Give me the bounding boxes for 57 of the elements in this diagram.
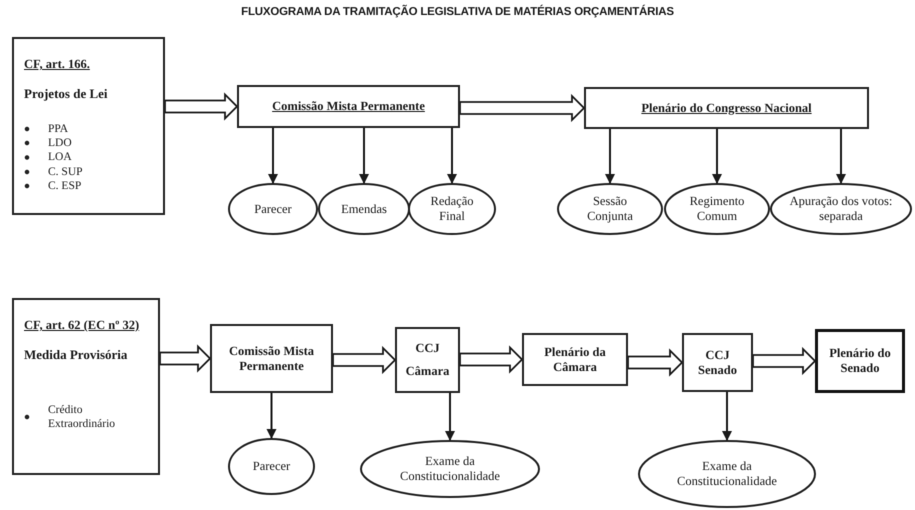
node-label: Apuração dos votos: separada: [788, 194, 894, 224]
ellipse-node: [770, 183, 912, 235]
process-box: [584, 87, 869, 129]
process-box: [522, 333, 628, 386]
arrow: [836, 129, 846, 184]
node-label: Parecer: [254, 202, 292, 216]
block-arrow: [159, 344, 212, 373]
block-arrow: [459, 345, 524, 374]
ellipse-node: [408, 183, 496, 235]
arrow: [712, 129, 722, 184]
ellipse-node: [228, 183, 318, 235]
block-arrow: [752, 346, 816, 376]
node-label: CCJ: [415, 341, 440, 356]
node-label: Emendas: [341, 202, 387, 216]
arrow: [605, 129, 615, 184]
subheading: Projetos de Lei: [24, 86, 108, 102]
node-label: Exame da Constitucionalidade: [399, 454, 501, 484]
text-box: [12, 37, 165, 215]
arrow: [445, 393, 455, 441]
node-label: Plenário da Câmara: [543, 344, 607, 374]
block-arrow: [627, 348, 684, 377]
node-label: Comissão Mista Permanente: [228, 344, 316, 374]
block-arrow: [164, 92, 238, 121]
process-box: [815, 329, 905, 393]
arrow: [268, 128, 278, 184]
ellipse-node: [318, 183, 410, 235]
node-label: Exame da Constitucionalidade: [676, 459, 778, 489]
node-label: Sessão Conjunta: [586, 194, 634, 224]
node-label: CCJ: [705, 348, 730, 362]
node-label: Regimento Comum: [688, 194, 746, 224]
node-label: Plenário do Congresso Nacional: [641, 100, 812, 116]
ellipse-node: [638, 440, 816, 508]
block-arrow: [459, 94, 586, 122]
ellipse-node: [557, 183, 663, 235]
node-label: Comissão Mista Permanente: [272, 99, 425, 114]
arrow: [447, 128, 457, 184]
node-label: Redação Final: [429, 194, 475, 224]
ellipse-node: [360, 440, 540, 498]
ellipse-node: [664, 183, 770, 235]
arrow: [359, 128, 369, 184]
node-label: Parecer: [252, 459, 290, 474]
process-box: [210, 324, 333, 393]
process-box: [682, 333, 753, 392]
heading: CF, art. 166.: [24, 57, 90, 72]
node-label: Câmara: [406, 364, 450, 379]
diagram-title: FLUXOGRAMA DA TRAMITAÇÃO LEGISLATIVA DE MATÉRIAS ORÇAMENTÁRIAS: [241, 6, 674, 18]
text-box: [12, 298, 160, 475]
block-arrow: [332, 346, 396, 374]
heading: CF, art. 62 (EC nº 32): [24, 318, 140, 333]
arrow: [722, 392, 732, 441]
subheading: Medida Provisória: [24, 347, 128, 363]
process-box: [395, 327, 460, 393]
ellipse-node: [228, 438, 315, 495]
node-label: Senado: [698, 362, 737, 378]
node-label: Plenário do Senado: [828, 346, 892, 376]
arrow: [266, 393, 276, 439]
process-box: [237, 85, 460, 128]
